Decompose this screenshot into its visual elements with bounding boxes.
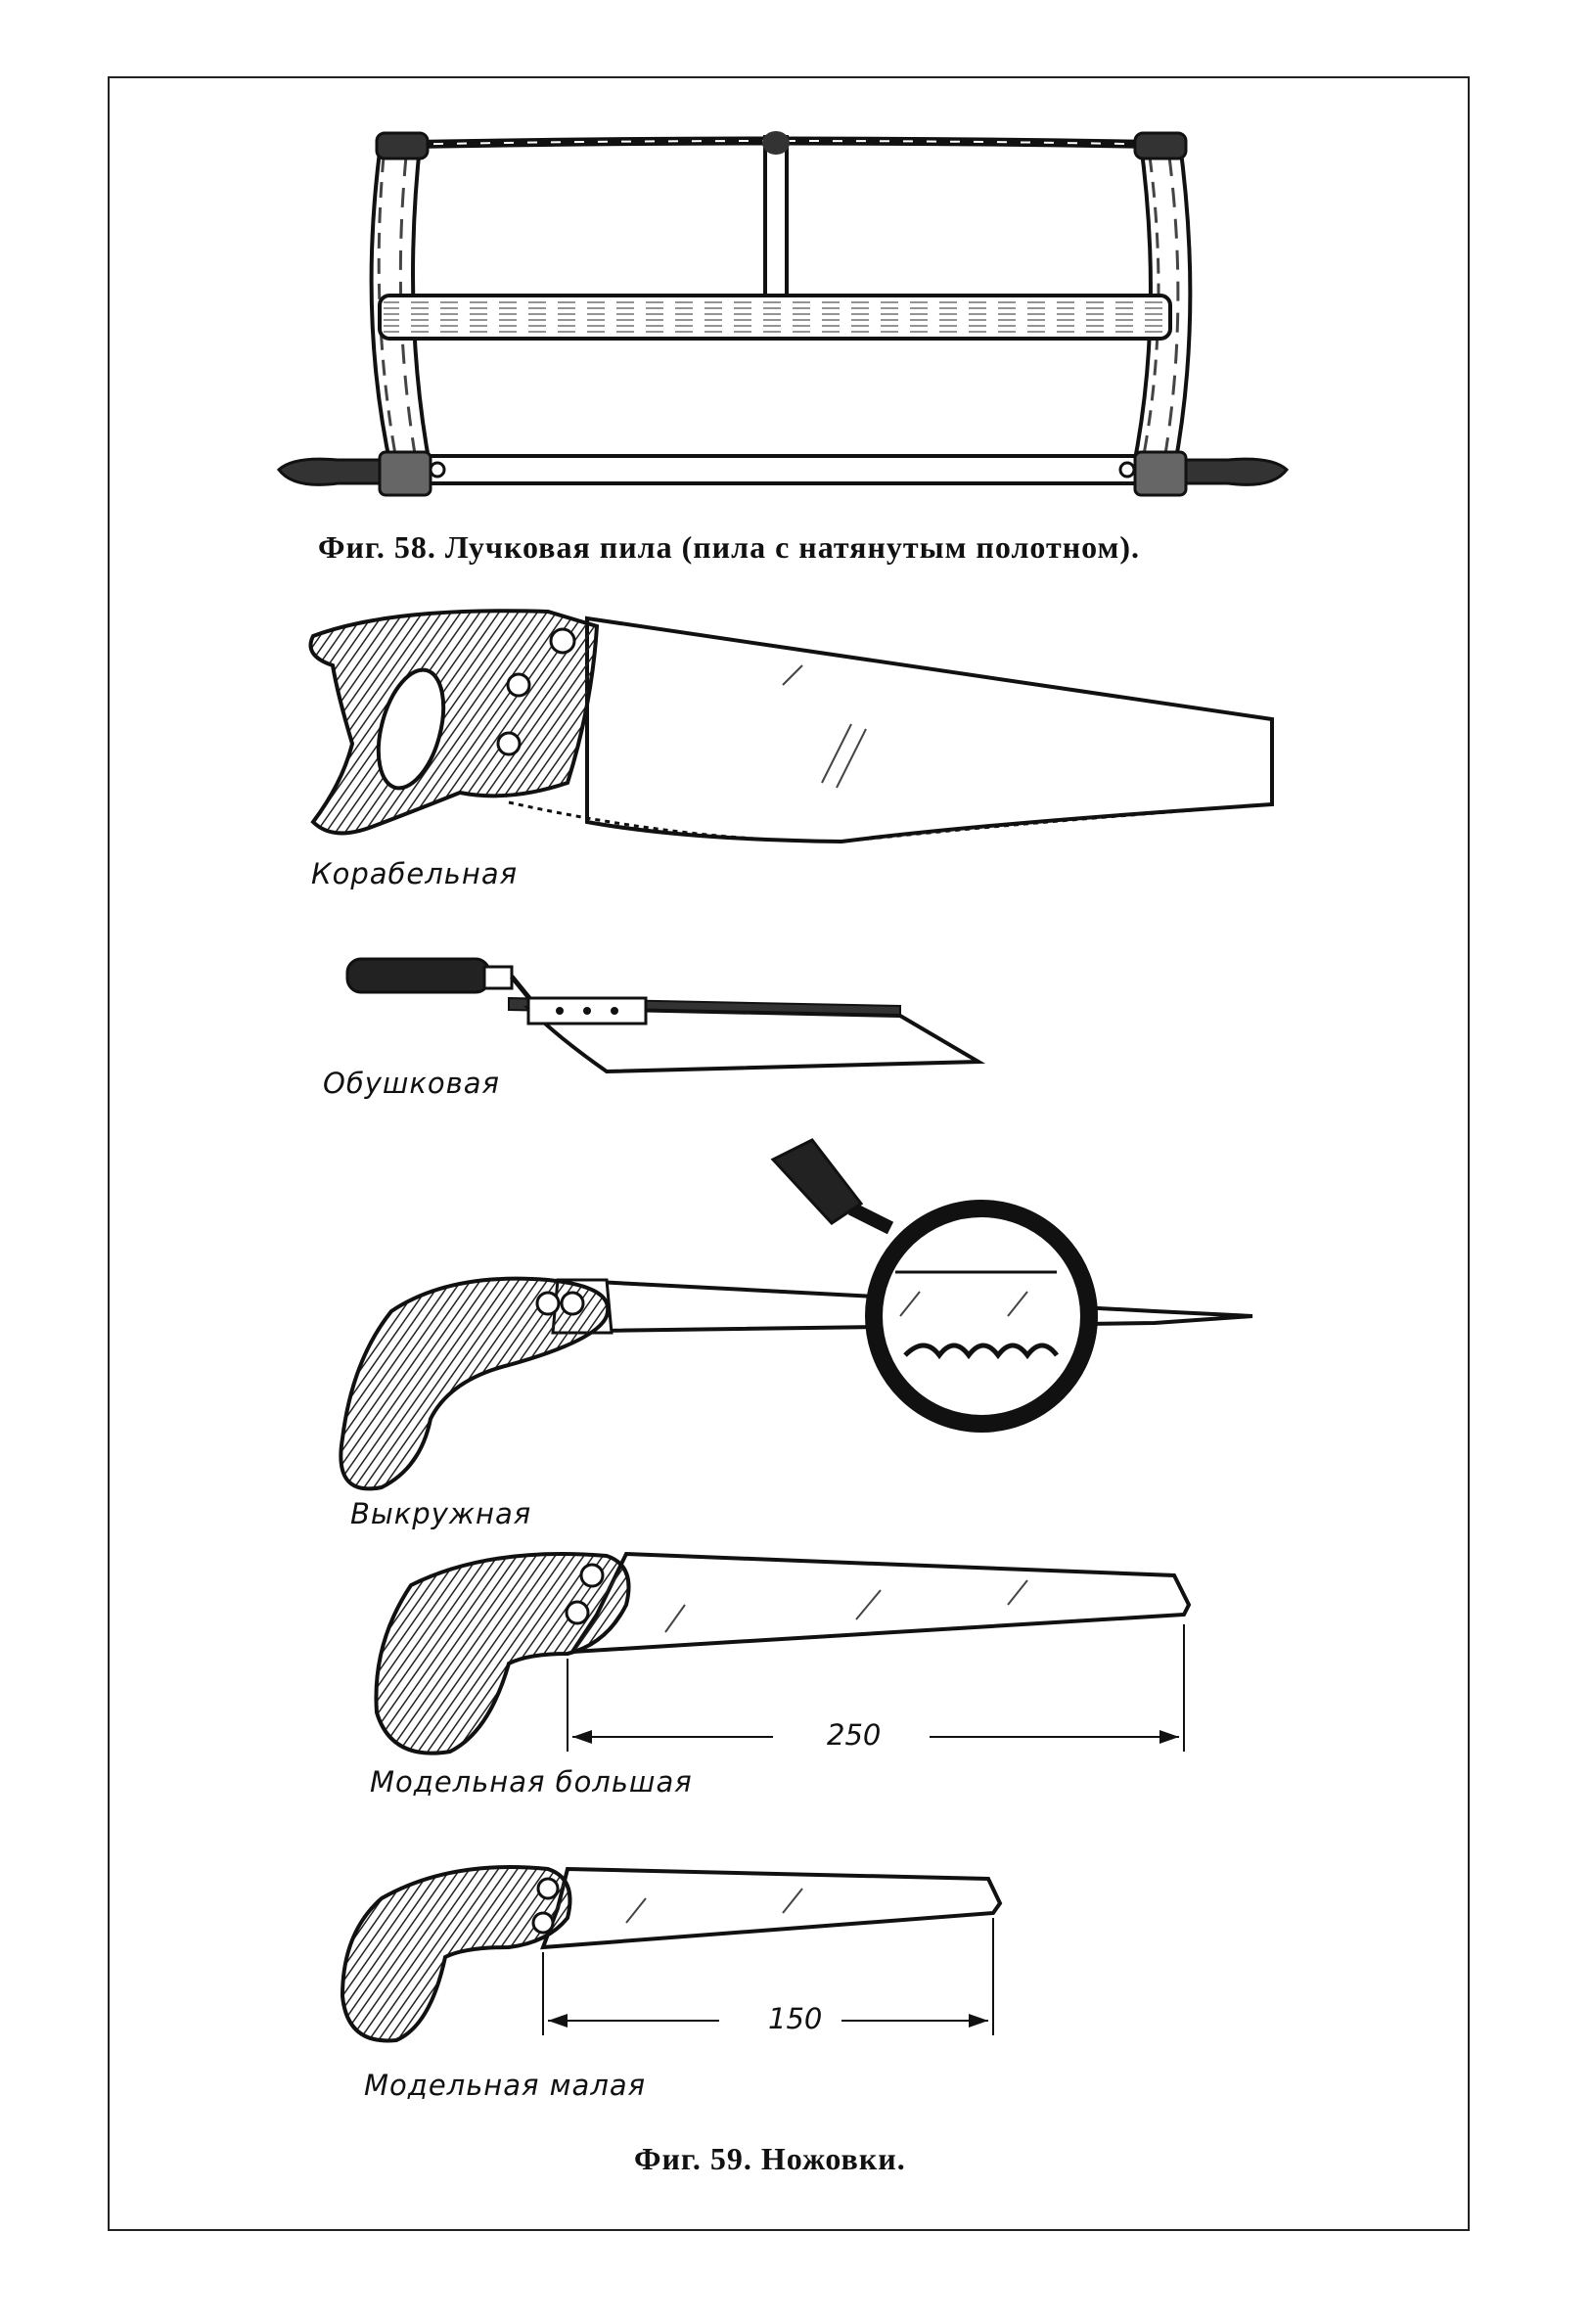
compass-saw-illustration	[339, 1138, 1253, 1491]
page-frame	[108, 76, 1470, 2231]
figure-59-caption: Фиг. 59. Ножовки.	[634, 2141, 906, 2176]
saw-label-small-model: Модельная малая	[364, 2069, 647, 2102]
dimension-small-model: 150	[768, 2002, 823, 2035]
saw-label-compass: Выкружная	[350, 1497, 532, 1530]
figure-58-caption: Фиг. 58. Лучковая пила (пила с натянутым…	[318, 529, 1140, 565]
saw-label-large-model: Модельная большая	[370, 1765, 693, 1799]
saw-label-back: Обушковая	[323, 1067, 500, 1100]
dimension-large-model: 250	[827, 1718, 882, 1752]
small-model-saw-illustration	[340, 1865, 1003, 2043]
saw-label-ship: Корабельная	[311, 857, 519, 890]
ship-saw-illustration	[308, 609, 1274, 844]
large-model-saw-illustration	[374, 1551, 1192, 1755]
bow-saw-illustration	[276, 131, 1290, 497]
back-saw-illustration	[345, 957, 986, 1074]
